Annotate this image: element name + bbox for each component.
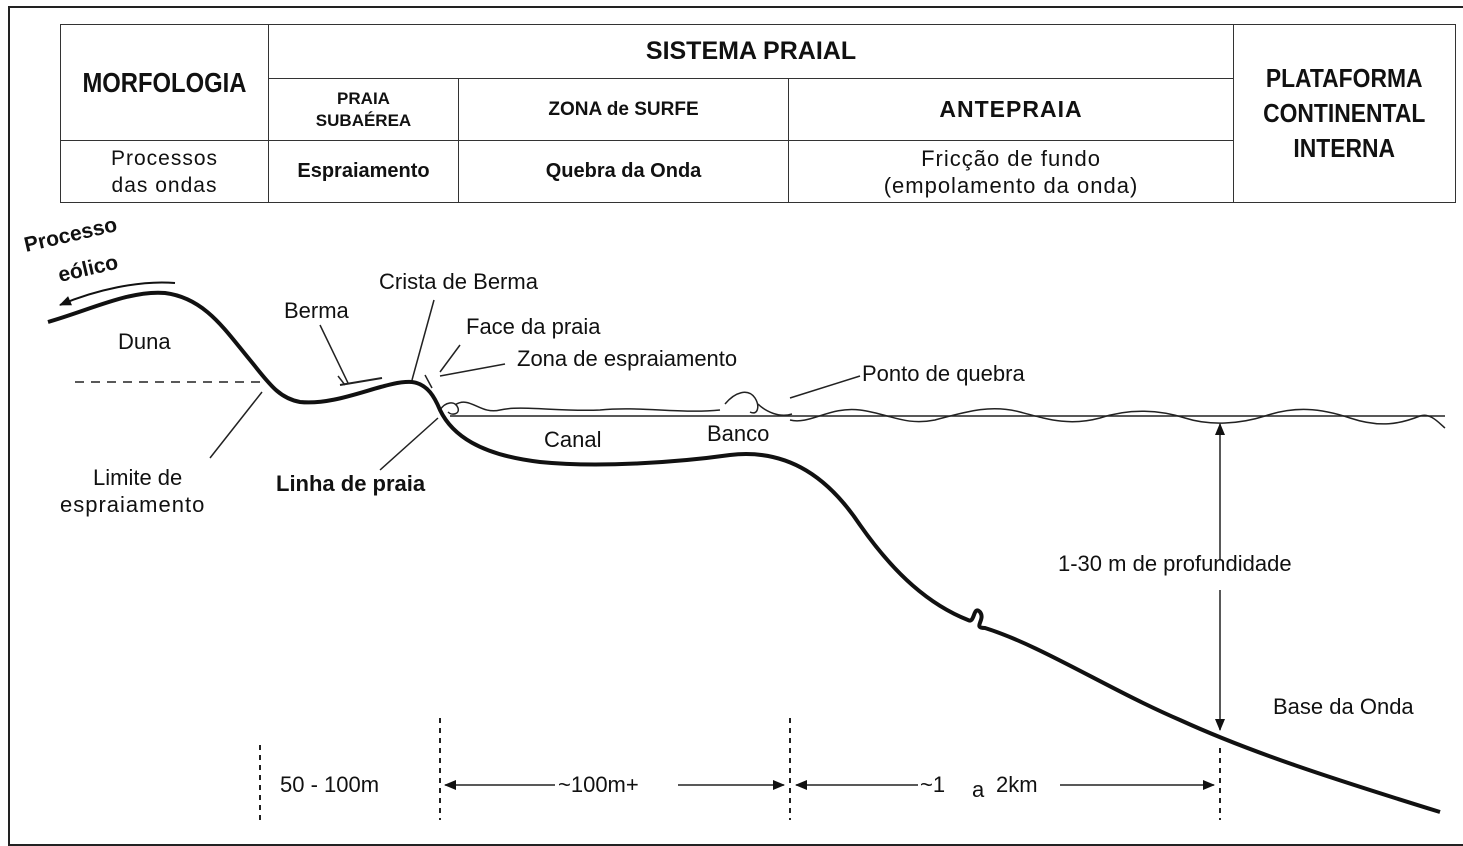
limite-leader — [209, 391, 263, 459]
label-base: Base da Onda — [1273, 694, 1414, 719]
label-processo: Processo — [22, 213, 119, 257]
header-morfologia: MORFOLOGIA — [60, 24, 269, 141]
label-dist-3a: ~1 — [920, 772, 945, 797]
label-zona-esp: Zona de espraiamento — [517, 346, 737, 371]
label-dist-1: 50 - 100m — [280, 772, 379, 797]
label-crista: Crista de Berma — [379, 269, 539, 294]
label-profundidade: 1-30 m de profundidade — [1058, 551, 1292, 576]
label-limite-1: Limite de — [93, 465, 182, 490]
label-linha: Linha de praia — [276, 471, 426, 496]
berma-line — [339, 377, 383, 386]
ponto-leader — [789, 375, 861, 399]
face-marker — [424, 374, 433, 389]
header-zona-surfe: ZONA de SURFE — [458, 78, 789, 141]
label-dist-3c: 2km — [996, 772, 1038, 797]
zona-leader — [439, 363, 506, 377]
swash-wave — [439, 402, 460, 415]
label-dist-2: ~100m+ — [558, 772, 639, 797]
cell-quebra: Quebra da Onda — [458, 140, 789, 203]
header-antepraia: ANTEPRAIA — [788, 78, 1234, 141]
label-face: Face da praia — [466, 314, 601, 339]
label-ponto: Ponto de quebra — [862, 361, 1025, 386]
cell-espraiamento: Espraiamento — [268, 140, 459, 203]
label-duna: Duna — [118, 329, 171, 354]
face-leader — [439, 344, 461, 373]
breaking-wave — [724, 391, 793, 416]
label-berma: Berma — [284, 298, 350, 323]
label-limite-2: espraiamento — [60, 492, 205, 517]
wave-surface — [454, 401, 1446, 429]
linha-leader — [379, 417, 439, 471]
label-dist-3b: a — [972, 777, 985, 802]
label-eolico: eólico — [56, 251, 120, 287]
beach-profile-line — [47, 290, 1441, 814]
eolic-arrow — [59, 281, 176, 306]
label-canal: Canal — [544, 427, 601, 452]
cell-friccao: Fricção de fundo(empolamento da onda) — [788, 140, 1234, 203]
label-banco: Banco — [707, 421, 769, 446]
header-sistema-praial: SISTEMA PRAIAL — [268, 24, 1234, 79]
crista-leader — [411, 299, 435, 381]
berma-leader — [319, 324, 349, 384]
